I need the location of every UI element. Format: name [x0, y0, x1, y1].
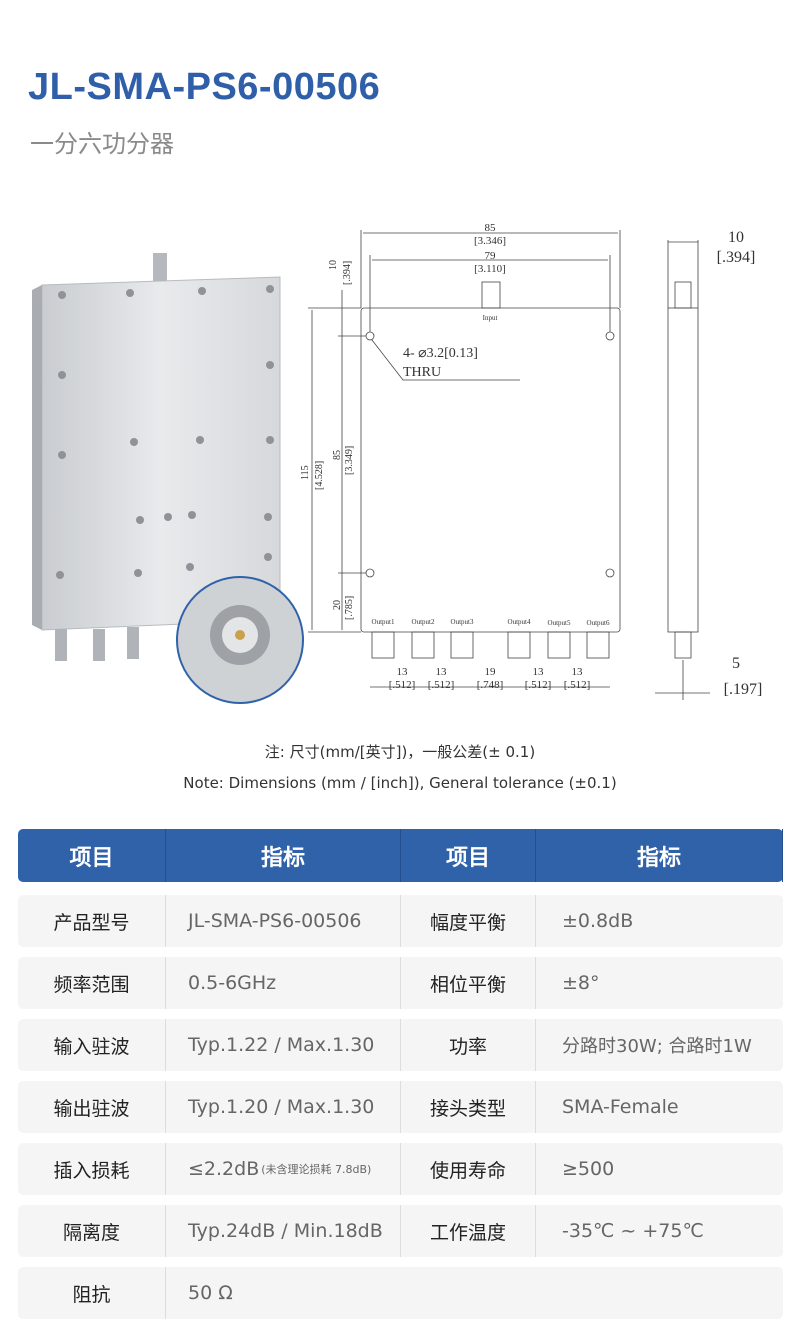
cell: 相位平衡 [401, 957, 536, 1009]
insertion-loss-note: (未含理论损耗 7.8dB) [261, 1163, 372, 1176]
table-header: 项目 指标 项目 指标 [18, 829, 783, 882]
spacing: 13 [572, 666, 584, 678]
dim-height-in: [4.528] [314, 461, 325, 490]
hole-note-thru: THRU [403, 365, 441, 380]
spacing-in: [.512] [525, 679, 552, 691]
spacing-in: [.748] [477, 679, 504, 691]
cell: 隔离度 [18, 1205, 166, 1257]
header-cell: 指标 [166, 829, 401, 882]
dim-connector-in: [.197] [724, 681, 763, 698]
header-cell: 项目 [401, 829, 536, 882]
cell-value: ≤2.2dB [188, 1158, 260, 1180]
dim-top-in: [.394] [342, 261, 353, 285]
dim-top: 10 [328, 260, 339, 270]
cell: 50 Ω [188, 1282, 233, 1304]
cell: ±8° [562, 972, 600, 994]
dim-width-total: 85 [485, 222, 497, 234]
cell: Typ.1.20 / Max.1.30 [166, 1081, 401, 1133]
dim-width-holes-in: [3.110] [474, 263, 506, 275]
cell: 功率 [401, 1019, 536, 1071]
cell: 0.5-6GHz [166, 957, 401, 1009]
spacing: 13 [397, 666, 409, 678]
cell: 频率范围 [18, 957, 166, 1009]
dimension-drawing: 85 [3.346] 79 [3.110] Input 4- ⌀3.2[0.13… [300, 222, 763, 700]
dim-bottom: 20 [332, 600, 343, 610]
spacing-in: [.512] [564, 679, 591, 691]
spacing: 19 [485, 666, 497, 678]
dim-hole-height-in: [3.349] [344, 446, 355, 475]
output-label: Output4 [508, 618, 531, 626]
cell: SMA-Female [562, 1096, 679, 1118]
cell: Typ.24dB / Min.18dB [166, 1205, 401, 1257]
dim-thickness: 10 [728, 229, 744, 246]
cell: 工作温度 [401, 1205, 536, 1257]
spacing-in: [.512] [389, 679, 416, 691]
dim-width-holes: 79 [485, 250, 497, 262]
header-cell: 项目 [18, 829, 166, 882]
output-label: Output3 [451, 618, 474, 626]
spacing-in: [.512] [428, 679, 455, 691]
cell: 输入驻波 [18, 1019, 166, 1071]
cell: 使用寿命 [401, 1143, 536, 1195]
table-row: 插入损耗≤2.2dB(未含理论损耗 7.8dB)使用寿命≥500 [18, 1143, 783, 1195]
dim-height: 115 [300, 465, 311, 480]
dim-connector: 5 [732, 655, 740, 672]
cell: JL-SMA-PS6-00506 [166, 895, 401, 947]
note-en: Note: Dimensions (mm / [inch]), General … [183, 774, 617, 792]
cell: ≤2.2dB(未含理论损耗 7.8dB) [166, 1143, 401, 1195]
dim-width-total-in: [3.346] [474, 235, 506, 247]
cell: -35℃ ~ +75℃ [562, 1220, 704, 1242]
product-photo [32, 253, 304, 704]
output-label: Output2 [412, 618, 435, 626]
hole-note: 4- ⌀3.2[0.13] [403, 346, 478, 361]
spacing: 13 [436, 666, 448, 678]
spacing: 13 [533, 666, 545, 678]
cell: 幅度平衡 [401, 895, 536, 947]
note-cn: 注: 尺寸(mm/[英寸])，一般公差(± 0.1) [264, 743, 536, 761]
output-label: Output6 [587, 619, 610, 627]
dim-hole-height: 85 [332, 450, 343, 460]
table-row: 阻抗 50 Ω [18, 1267, 783, 1319]
cell: 产品型号 [18, 895, 166, 947]
cell: ≥500 [562, 1158, 615, 1180]
cell: 接头类型 [401, 1081, 536, 1133]
cell: 插入损耗 [18, 1143, 166, 1195]
cell: 分路时30W; 合路时1W [562, 1036, 752, 1057]
dim-thickness-in: [.394] [717, 249, 756, 266]
output-label: Output1 [372, 618, 395, 626]
input-label: Input [483, 314, 498, 322]
page-title: JL-SMA-PS6-00506 [28, 66, 381, 108]
cell: Typ.1.22 / Max.1.30 [166, 1019, 401, 1071]
page-subtitle: 一分六功分器 [30, 130, 174, 158]
header-cell: 指标 [536, 829, 783, 882]
cell: ±0.8dB [562, 910, 634, 932]
cell: 输出驻波 [18, 1081, 166, 1133]
cell: 阻抗 [18, 1267, 166, 1319]
dim-bottom-in: [.785] [344, 596, 355, 620]
output-label: Output5 [548, 619, 571, 627]
